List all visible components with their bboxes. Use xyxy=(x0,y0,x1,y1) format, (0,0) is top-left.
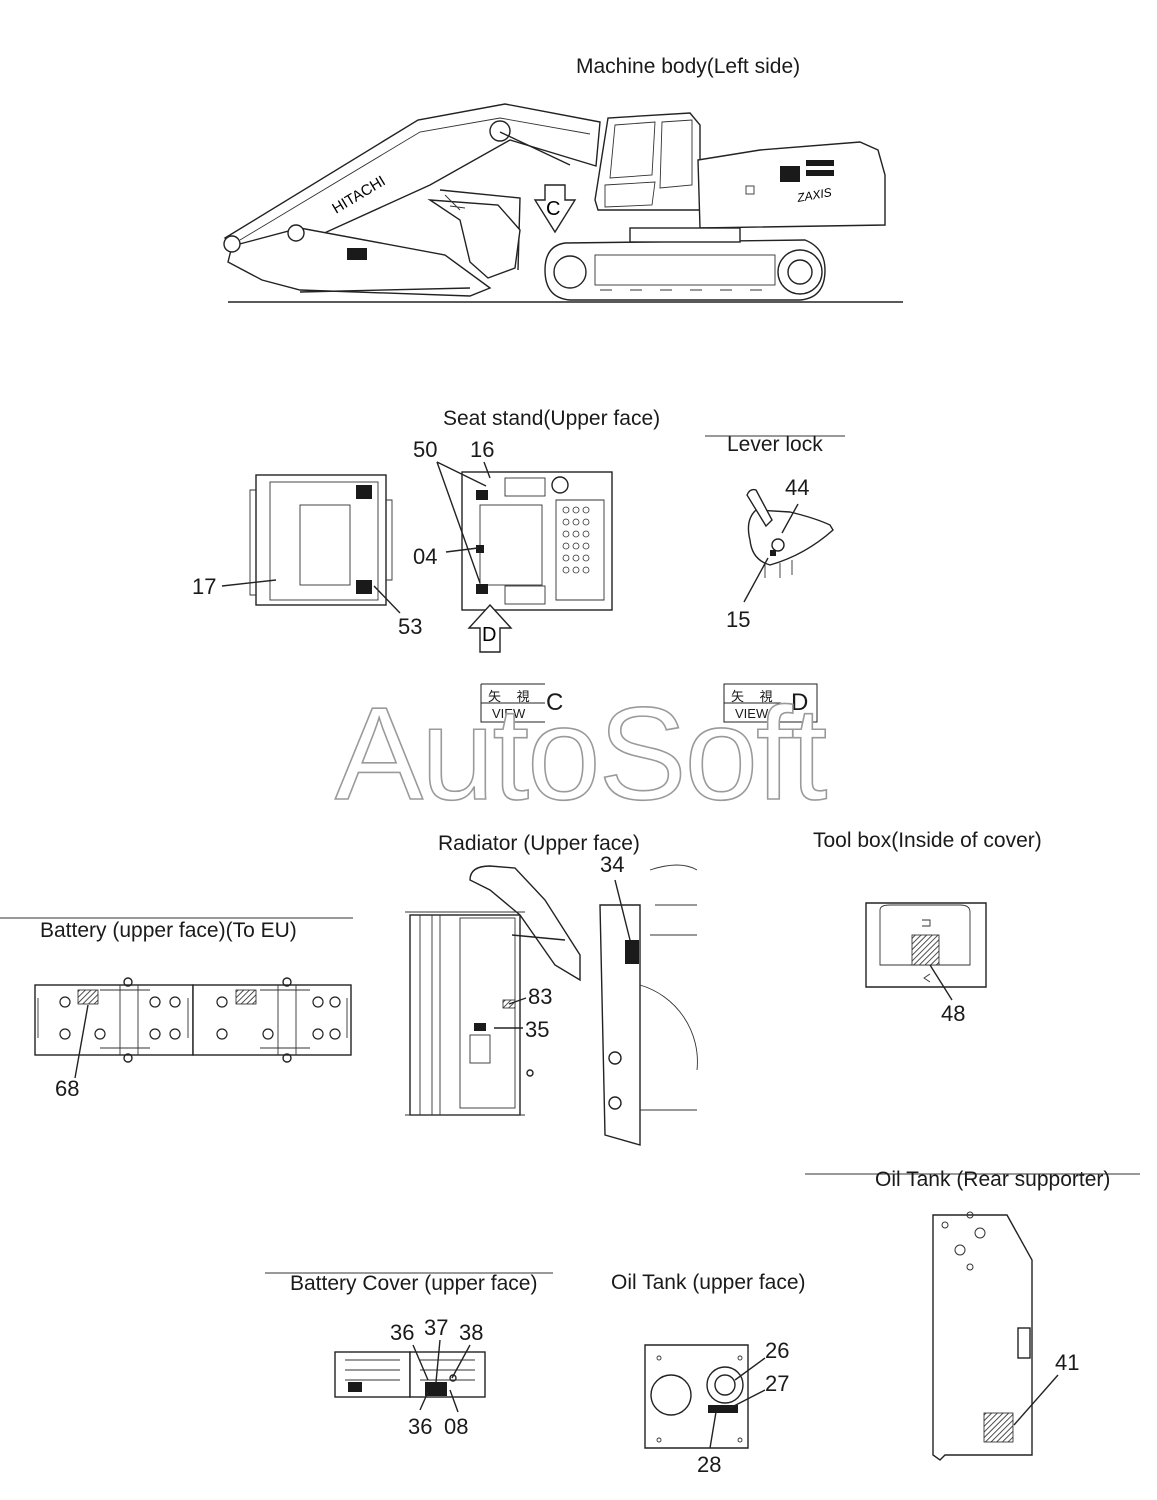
oil-tank-upper-title: Oil Tank (upper face) xyxy=(611,1271,806,1294)
oil-tank-upper-drawing xyxy=(644,1344,766,1449)
view-label-c-jp: 矢 視 xyxy=(488,689,536,704)
view-label-d: 矢 視 VIEW D xyxy=(723,683,818,723)
view-arrow-c-letter: C xyxy=(546,198,560,220)
callout-17: 17 xyxy=(192,574,217,599)
callout-83: 83 xyxy=(528,984,553,1009)
model-text: ZAXIS xyxy=(795,185,833,205)
callout-37: 37 xyxy=(424,1315,449,1340)
view-label-c-letter: C xyxy=(546,689,564,716)
seat-stand-left-drawing xyxy=(221,474,401,614)
callout-36-top: 36 xyxy=(390,1320,415,1345)
view-label-c-en: VIEW xyxy=(492,706,526,721)
oil-tank-rear-title: Oil Tank (Rear supporter) xyxy=(875,1168,1111,1191)
callout-53: 53 xyxy=(398,614,423,639)
view-label-c: 矢 視 VIEW C xyxy=(480,683,572,723)
callout-28: 28 xyxy=(697,1452,722,1477)
radiator-drawing-left xyxy=(405,865,581,1116)
seat-stand-title: Seat stand(Upper face) xyxy=(443,407,661,430)
callout-35: 35 xyxy=(525,1017,550,1042)
callout-44: 44 xyxy=(785,475,810,500)
callout-04: 04 xyxy=(413,544,438,569)
excavator-drawing: HITACHI ZAXIS C xyxy=(223,103,903,303)
callout-41: 41 xyxy=(1055,1350,1080,1375)
watermark: AutoSoft xyxy=(334,680,828,827)
callout-34: 34 xyxy=(600,852,625,877)
callout-26: 26 xyxy=(765,1338,790,1363)
callout-68: 68 xyxy=(55,1076,80,1101)
view-arrow-d-letter: D xyxy=(482,624,496,646)
machine-body-title: Machine body(Left side) xyxy=(576,55,801,78)
callout-15: 15 xyxy=(726,607,751,632)
battery-title: Battery (upper face)(To EU) xyxy=(40,919,297,942)
callout-36-bottom: 36 xyxy=(408,1414,433,1439)
callout-50: 50 xyxy=(413,437,438,462)
tool-box-title: Tool box(Inside of cover) xyxy=(813,829,1042,852)
view-label-d-en: VIEW xyxy=(735,706,769,721)
callout-16: 16 xyxy=(470,437,495,462)
battery-drawing xyxy=(0,917,353,1079)
radiator-title: Radiator (Upper face) xyxy=(438,832,640,855)
oil-tank-rear-drawing xyxy=(805,1173,1140,1461)
view-label-d-letter: D xyxy=(791,689,809,716)
battery-cover-title: Battery Cover (upper face) xyxy=(290,1272,538,1295)
radiator-drawing-right xyxy=(599,864,698,1146)
callout-27: 27 xyxy=(765,1371,790,1396)
callout-08: 08 xyxy=(444,1414,469,1439)
seat-stand-right-drawing: D xyxy=(436,461,613,653)
callout-38: 38 xyxy=(459,1320,484,1345)
battery-cover-drawing xyxy=(265,1272,553,1413)
lever-lock-drawing xyxy=(705,435,845,603)
tool-box-drawing xyxy=(865,902,987,1001)
view-label-d-jp: 矢 視 xyxy=(731,689,779,704)
callout-48: 48 xyxy=(941,1001,966,1026)
lever-lock-title: Lever lock xyxy=(727,433,823,456)
